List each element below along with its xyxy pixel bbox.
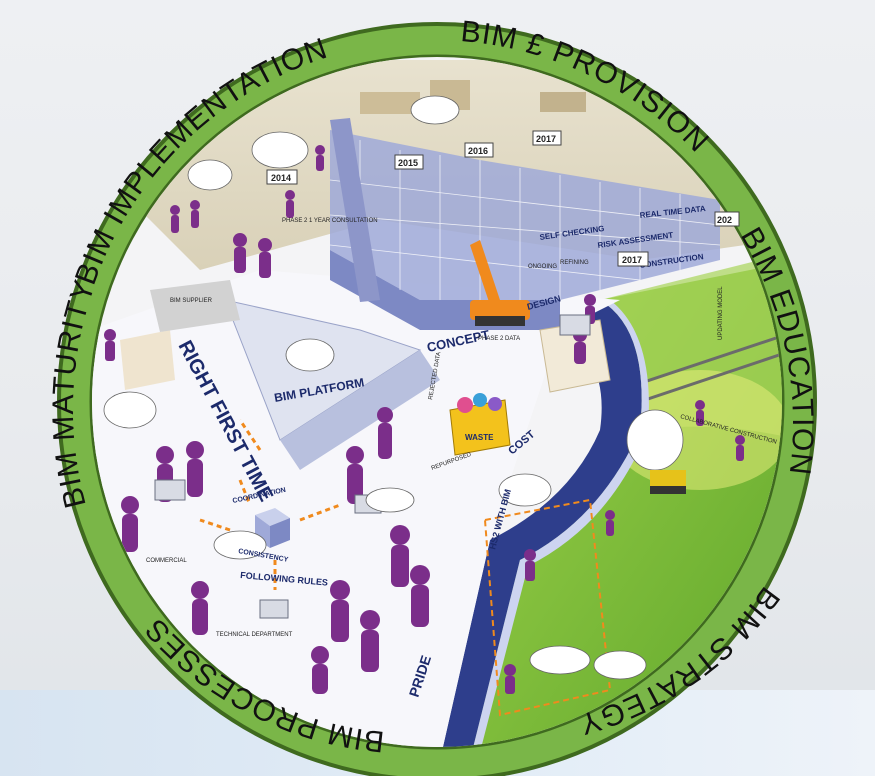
label-phase2-data: PHASE 2 DATA [478, 336, 520, 342]
label-ongoing: ONGOING [528, 264, 557, 270]
label-commercial: COMMERCIAL [146, 558, 187, 564]
timeline-year: 2016 [468, 146, 488, 156]
timeline-year: 2017 [536, 134, 556, 144]
label-waste: WASTE [465, 433, 494, 442]
label-bim-supplier: BIM SUPPLIER [170, 298, 213, 304]
timeline-year: 2014 [271, 173, 291, 183]
illustration-scene [92, 57, 782, 747]
timeline-year: 2017 [622, 255, 642, 265]
label-technical-department: TECHNICAL DEPARTMENT [216, 632, 293, 638]
timeline-year: 202 [717, 215, 732, 225]
label-refining: REFINING [560, 260, 589, 266]
label-phase2-consultation: PHASE 2 1 YEAR CONSULTATION [282, 218, 378, 224]
timeline: 2014 2015 2016 2017 2017 202 [266, 130, 740, 267]
timeline-year: 2015 [398, 158, 418, 168]
label-updating-model: UPDATING MODEL [718, 286, 724, 340]
